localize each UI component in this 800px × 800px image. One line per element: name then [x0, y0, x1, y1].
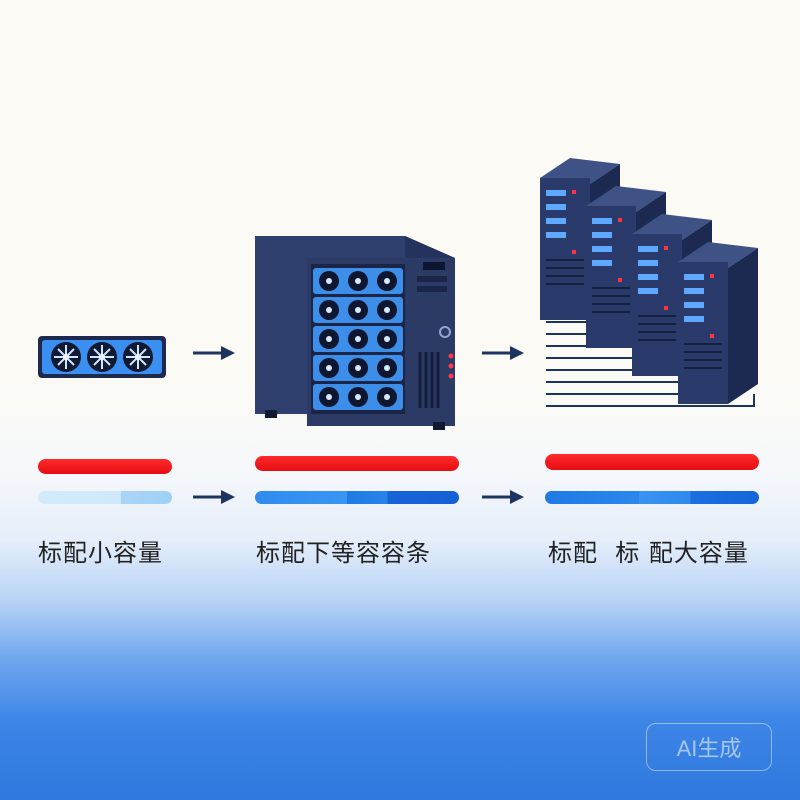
server-tower-icon: [255, 236, 455, 430]
stage-label-medium: 标配下等容容条: [256, 539, 431, 567]
light-blue-capacity-bar: [38, 491, 172, 504]
arrow-right-icon: [193, 490, 235, 504]
ai-generated-watermark: AI生成: [646, 723, 772, 771]
gpu-card-icon: [38, 336, 166, 378]
red-capacity-bar: [38, 459, 172, 474]
stage-label-small: 标配小容量: [38, 539, 163, 567]
red-capacity-bar: [545, 454, 759, 470]
stage-label-large: 标配 标 配大容量: [548, 539, 749, 567]
blue-capacity-bar: [255, 491, 459, 504]
arrow-right-icon: [482, 490, 524, 504]
arrow-right-icon: [482, 346, 524, 360]
server-racks-icon: [540, 158, 758, 407]
blue-capacity-bar: [545, 491, 759, 504]
arrow-right-icon: [193, 346, 235, 360]
red-capacity-bar: [255, 456, 459, 471]
